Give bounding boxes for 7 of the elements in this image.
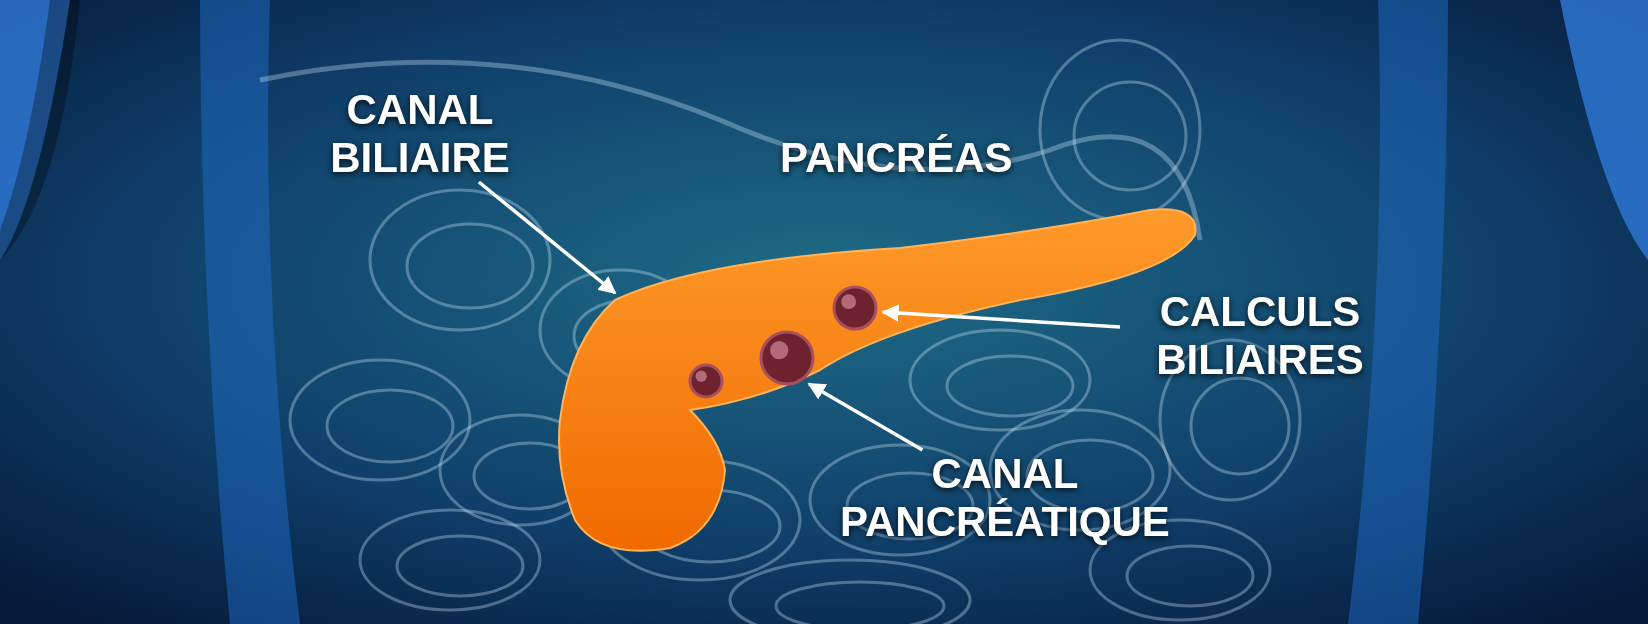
callout-label: CANAL BILIAIRE (300, 86, 540, 182)
callout-label: CANAL PANCRÉATIQUE (790, 450, 1220, 546)
leader-arrow (807, 382, 924, 452)
leader-arrow (477, 180, 617, 295)
callout-label: CALCULS BILIAIRES (1120, 288, 1400, 384)
organ-label: PANCRÉAS (780, 134, 1013, 182)
leader-arrow (881, 304, 1121, 329)
